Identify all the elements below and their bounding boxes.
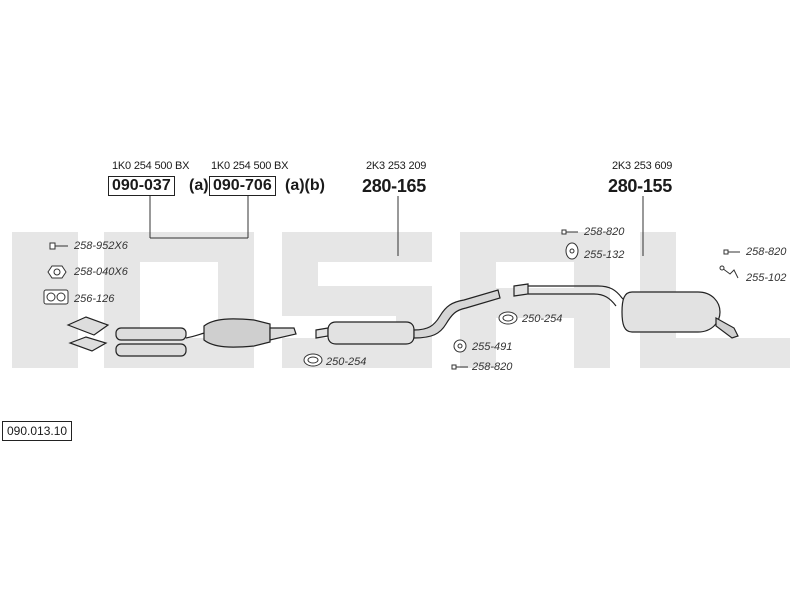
accessory-clamp-joint[interactable]: 250-254 — [522, 313, 563, 325]
oe-number-front-left: 1K0 254 500 BX — [112, 160, 190, 172]
part-number-front-right[interactable]: 090-706 — [209, 176, 276, 196]
part-number-front-left[interactable]: 090-037 — [108, 176, 175, 196]
accessory-nut-front[interactable]: 258-040X6 — [74, 266, 128, 278]
accessory-icons — [43, 229, 740, 370]
front-pipe-catalyst — [66, 316, 297, 357]
accessory-bolt-rear-right[interactable]: 258-820 — [746, 246, 787, 258]
accessory-hanger-middle[interactable]: 255-491 — [472, 341, 513, 353]
oe-number-rear: 2K3 253 609 — [612, 160, 673, 172]
accessory-gasket-front[interactable]: 256-126 — [74, 293, 115, 305]
part-suffix-front-left: (a) — [189, 177, 209, 194]
part-number-middle[interactable]: 280-165 — [362, 176, 426, 196]
diagram-reference-number: 090.013.10 — [2, 421, 73, 441]
part-number-rear[interactable]: 280-155 — [608, 176, 672, 196]
accessory-hanger-rear-upper[interactable]: 255-132 — [584, 249, 625, 261]
part-suffix-front-right: (a)(b) — [285, 177, 325, 194]
accessory-bolt-front[interactable]: 258-952X6 — [74, 240, 128, 252]
oe-number-front-right: 1K0 254 500 BX — [211, 160, 289, 172]
accessory-bolt-rear-upper[interactable]: 258-820 — [584, 226, 625, 238]
leader-lines — [149, 196, 644, 256]
oe-number-middle: 2K3 253 209 — [366, 160, 427, 172]
accessory-clamp-middle[interactable]: 250-254 — [326, 356, 367, 368]
rear-silencer — [513, 283, 739, 339]
accessory-hanger-rear-right[interactable]: 255-102 — [746, 272, 787, 284]
accessory-bolt-middle[interactable]: 258-820 — [472, 361, 513, 373]
middle-silencer — [315, 289, 501, 345]
